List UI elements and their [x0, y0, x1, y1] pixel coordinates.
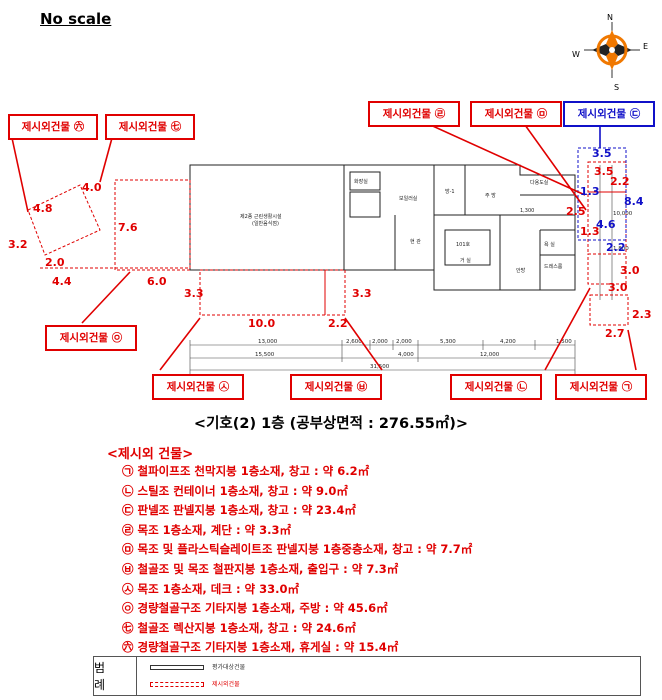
dim-1500: 1,500 [556, 339, 572, 345]
dim-4000: 4,000 [398, 352, 414, 358]
list-item: ㉧ 경량철골구조 기타지붕 1층소재, 주방 : 약 45.6㎡ [122, 601, 388, 616]
list-item: ㉡ 스틸조 컨테이너 1층소재, 창고 : 약 9.0㎡ [122, 483, 348, 498]
dim-5300: 5,300 [440, 339, 456, 345]
dim-r-2-2a: 2.2 [610, 175, 630, 188]
dim-r-2-7: 2.7 [605, 327, 625, 340]
dim-15500: 15,500 [255, 352, 275, 358]
callout-sa: 제시외건물 ㉦ [152, 374, 244, 400]
bath-label: 욕 실 [544, 241, 555, 248]
legend-extra-text: 제시외건물 [212, 681, 240, 688]
extra-buildings-heading: <제시외 건물> [107, 447, 194, 462]
dim-r-4-6: 4.6 [596, 218, 616, 231]
dim-2000a: 2,000 [372, 339, 388, 345]
dim-2000b: 2,000 [396, 339, 412, 345]
main-hall-sub-label: (일반음식점) [252, 220, 279, 227]
dim-left-6-0: 6.0 [147, 275, 167, 288]
dim-left-4-8: 4.8 [33, 202, 53, 215]
callout-a: 제시외건물 ㉧ [45, 325, 137, 351]
living-label: 거 실 [460, 257, 471, 264]
dim-12000: 12,000 [480, 352, 500, 358]
legend-label: 범 례 [94, 657, 137, 695]
main-building [189, 164, 576, 291]
dim-r-2-2b: 2.2 [606, 241, 626, 254]
dim-r-2-5: 2.5 [566, 205, 586, 218]
dim-r-1-3a: 1.3 [580, 185, 600, 198]
extra-buildings-list: ㉠ 철파이프조 천막지붕 1층소재, 창고 : 약 6.2㎡ ㉡ 스틸조 컨테이… [122, 462, 472, 658]
storage-label: 다용도실 [530, 179, 549, 186]
list-item: ㊅ 경량철골구조 기타지붕 1층소재, 휴게실 : 약 15.4㎡ [122, 640, 399, 655]
dim-13000: 13,000 [258, 339, 278, 345]
list-item: ㊆ 철골조 렉산지붕 1층소재, 창고 : 약 24.6㎡ [122, 620, 356, 635]
toilet-label: 화장실 [354, 178, 368, 185]
legend: 범 례 평가대상건물 제시외건물 [93, 656, 641, 696]
callout-ma: 제시외건물 ㉤ [470, 101, 562, 127]
list-item: ㉥ 철골조 및 목조 철판지붕 1층소재, 출입구 : 약 7.3㎡ [122, 561, 399, 576]
dim-r-8-4: 8.4 [624, 195, 644, 208]
list-item: ㉤ 목조 및 플라스틱슬레이트조 판넬지붕 1층중층소재, 창고 : 약 7.7… [122, 542, 473, 557]
unit-label: 101호 [456, 242, 471, 248]
room1-label: 방-1 [445, 188, 455, 195]
list-item: ㉦ 목조 1층소재, 데크 : 약 33.0㎡ [122, 581, 300, 596]
dim-mid-2-2: 2.2 [328, 317, 348, 330]
anbang-label: 안방 [516, 267, 526, 274]
dim-r-1-3b: 1.3 [580, 225, 600, 238]
kitchen-label: 주 방 [485, 192, 496, 199]
dim-r-3-5b: 3.5 [594, 165, 614, 178]
boiler-label: 보일러실 [399, 195, 418, 202]
dim-r-2-3: 2.3 [632, 308, 652, 321]
legend-subject-text: 평가대상건물 [212, 664, 246, 671]
dress-label: 드레스룸 [544, 263, 563, 270]
dim-1800: 1,800 [613, 246, 629, 252]
hyeongwan-label: 현 관 [410, 238, 421, 245]
compass-w: W [572, 50, 580, 59]
compass-icon: N E W S [572, 13, 648, 92]
dim-left-4-4: 4.4 [52, 275, 72, 288]
callout-ba: 제시외건물 ㉥ [290, 374, 382, 400]
dim-r-3-0b: 3.0 [608, 281, 628, 294]
callout-na: 제시외건물 ㉡ [450, 374, 542, 400]
compass-e: E [643, 42, 648, 51]
list-item: ㉠ 철파이프조 천막지붕 1층소재, 창고 : 약 6.2㎡ [122, 464, 370, 478]
no-scale-label: No scale [40, 10, 112, 28]
floor-title: <기호(2) 1층 (공부상면적 : 276.55㎡)> [193, 416, 469, 432]
boiler2-label: 1,300 [520, 208, 534, 214]
dim-left-2-0: 2.0 [45, 256, 65, 269]
list-item: ㉣ 목조 1층소재, 계단 : 약 3.3㎡ [122, 522, 292, 537]
compass-s: S [614, 83, 619, 92]
main-hall-label: 제2종 근린생활시설 [240, 213, 282, 220]
callout-cha: 제시외건물 ㊅ [8, 114, 98, 140]
dim-mid-3-3a: 3.3 [184, 287, 204, 300]
floor-plan: N E W S 제2종 근린생활시설 (일반음 [8, 13, 652, 374]
callout-ga: 제시외건물 ㉠ [555, 374, 647, 400]
dim-mid-3-3b: 3.3 [352, 287, 372, 300]
callout-da: 제시외건물 ㉢ [563, 101, 655, 127]
dim-left-4-0: 4.0 [82, 181, 102, 194]
legend-extra-swatch [150, 682, 204, 687]
dim-r-3-0a: 3.0 [620, 264, 640, 277]
dim-10000: 10,000 [613, 211, 633, 217]
compass-n: N [607, 13, 613, 22]
dim-left-3-2: 3.2 [8, 238, 28, 251]
dim-r-3-5a: 3.5 [592, 147, 612, 160]
callout-ja: 제시외건물 ㊆ [105, 114, 195, 140]
dim-2600: 2,600 [346, 339, 362, 345]
extra-buildings [27, 161, 629, 326]
dimension-lines [189, 165, 613, 374]
dim-4200: 4,200 [500, 339, 516, 345]
list-item: ㉢ 판넬조 판넬지붕 1층소재, 창고 : 약 23.4㎡ [122, 503, 356, 518]
callout-leaders [11, 117, 637, 371]
callout-ra: 제시외건물 ㉣ [368, 101, 460, 127]
dim-left-7-6: 7.6 [118, 221, 138, 234]
legend-subject-swatch [150, 665, 204, 670]
dim-mid-10-0: 10.0 [248, 317, 275, 330]
